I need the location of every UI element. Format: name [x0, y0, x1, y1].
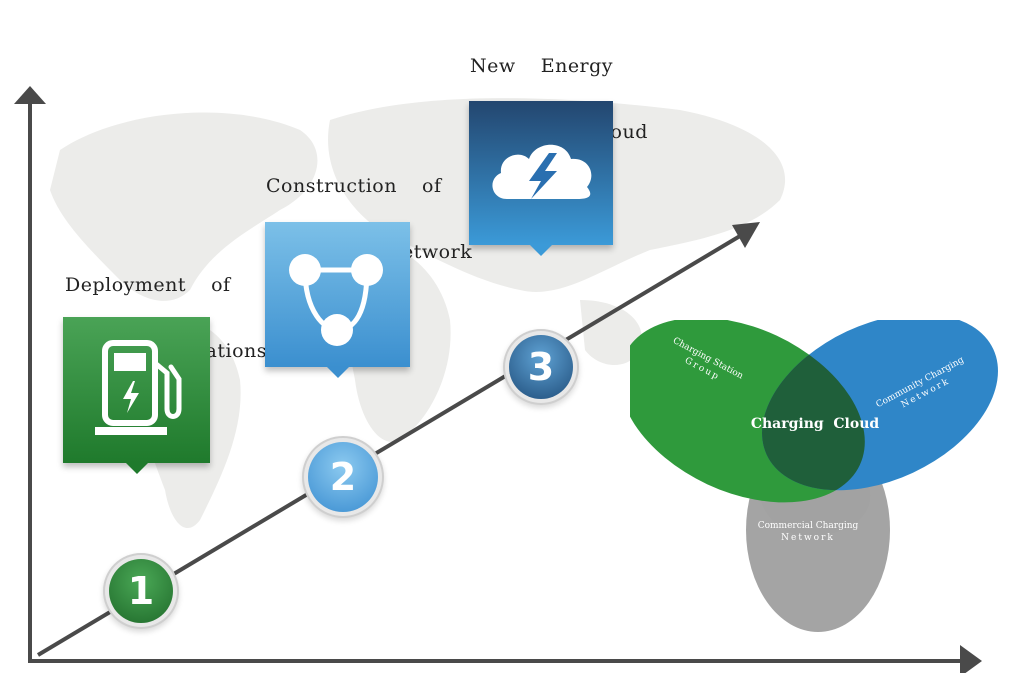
stage-2-tile-pointer: [326, 367, 349, 378]
stage-1-tile-pointer: [125, 463, 148, 474]
stage-2-label-line1: Construction of: [266, 175, 442, 197]
stage-3-tile-pointer: [530, 245, 552, 256]
fuel-pump-icon: [95, 340, 182, 435]
venn-gray-label: Commercial Charging Network: [748, 520, 868, 544]
network-nodes-icon: [289, 254, 383, 346]
stage-3-label-line1: New Energy: [470, 55, 614, 77]
growth-arrow-head-icon: [732, 222, 760, 248]
stage-2-number-badge: 2: [308, 442, 378, 512]
cloud-lightning-icon: [492, 144, 592, 199]
venn-gray-label-line1: Commercial Charging: [757, 521, 859, 531]
stage-1-label-line1: Deployment of: [65, 274, 231, 296]
stage-1-tile: [63, 317, 210, 474]
venn-gray-label-line2: Network: [781, 533, 835, 543]
x-axis-arrow-icon: [960, 645, 982, 673]
stage-3-tile: [469, 101, 613, 256]
stage-2-tile: [265, 222, 410, 378]
venn-center-label: Charging Cloud: [750, 416, 880, 432]
stage-1-number-badge: 1: [109, 559, 173, 623]
y-axis-arrow-icon: [14, 86, 46, 104]
stage-3-number-badge: 3: [509, 335, 573, 399]
venn-diagram: [630, 320, 998, 632]
